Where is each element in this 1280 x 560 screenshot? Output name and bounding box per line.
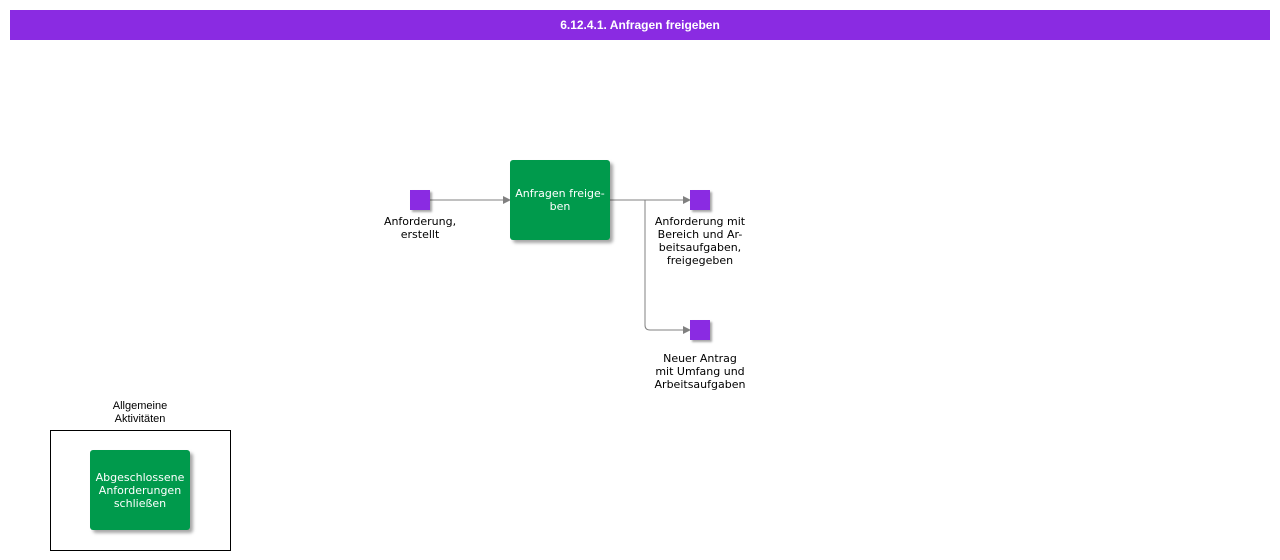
diagram-title-bar: 6.12.4.1. Anfragen freigeben [10,10,1270,40]
activity-close-completed-requests-label: Abgeschlossene Anforderungen schließen [95,470,185,510]
activity-close-completed-requests[interactable]: Abgeschlossene Anforderungen schließen [90,450,190,530]
activity-release-requests-label: Anfragen freige- ben [515,187,605,213]
event-request-released[interactable] [690,190,710,210]
event-request-created-label: Anforderung, erstellt [383,215,457,241]
arrow-release-to-new-request [644,200,691,334]
event-new-request[interactable] [690,320,710,340]
diagram-title: 6.12.4.1. Anfragen freigeben [560,18,720,32]
event-request-released-label: Anforderung mit Bereich und Ar- beitsauf… [654,215,746,267]
activity-release-requests[interactable]: Anfragen freige- ben [510,160,610,240]
general-activities-group [50,430,231,551]
event-request-created[interactable] [410,190,430,210]
event-new-request-label: Neuer Antrag mit Umfang und Arbeitsaufga… [654,352,746,391]
general-activities-title: Allgemeine Aktivitäten [112,400,168,425]
